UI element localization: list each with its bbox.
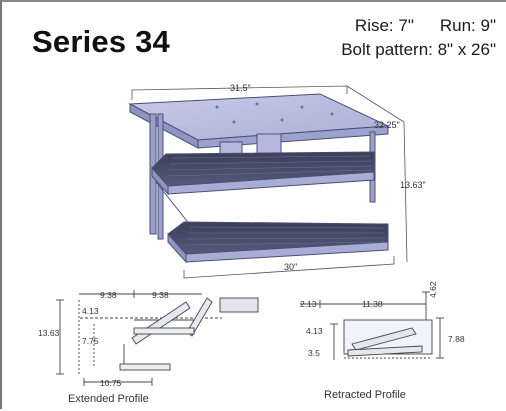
lower-step: [167, 221, 389, 264]
ret-dim-left: 4.13: [306, 326, 323, 336]
run-label: Run: 9": [439, 16, 496, 35]
dim-depth: 32.25": [374, 120, 400, 130]
ret-dim-top-mid: 11.38: [362, 299, 383, 309]
rise-label: Rise: 7": [354, 16, 414, 35]
ext-dim-mid: 7.75: [82, 336, 99, 346]
ext-dim-top-left: 9.38: [100, 290, 117, 300]
retracted-profile-drawing: [300, 291, 444, 360]
ext-dim-top-right: 9.38: [152, 290, 169, 300]
dim-top-width: 31.5": [230, 83, 251, 93]
dim-bottom-width: 30": [284, 262, 298, 272]
extended-profile-drawing: [56, 290, 259, 386]
upper-platform: [128, 93, 390, 149]
ext-dim-left-height: 13.63: [38, 328, 60, 338]
ret-dim-top-left: 2.13: [300, 299, 317, 309]
rise-run-spec: Rise: 7" Run: 9": [355, 16, 496, 36]
ret-dim-left-low: 3.5: [308, 348, 320, 358]
retracted-profile-caption: Retracted Profile: [324, 389, 406, 401]
ret-dim-top-right: 4.62: [428, 281, 438, 298]
bolt-pattern-spec: Bolt pattern: 8" x 26": [341, 40, 496, 59]
main-dimension-lines: [131, 85, 408, 279]
extended-profile-caption: Extended Profile: [68, 393, 149, 405]
dim-height: 13.63": [400, 180, 426, 190]
product-title: Series 34: [32, 24, 170, 59]
ret-dim-right: 7.88: [448, 334, 465, 344]
ext-dim-bottom: 10.75: [100, 378, 122, 388]
middle-step: [151, 151, 375, 196]
ext-dim-upper: 4.13: [82, 306, 99, 316]
